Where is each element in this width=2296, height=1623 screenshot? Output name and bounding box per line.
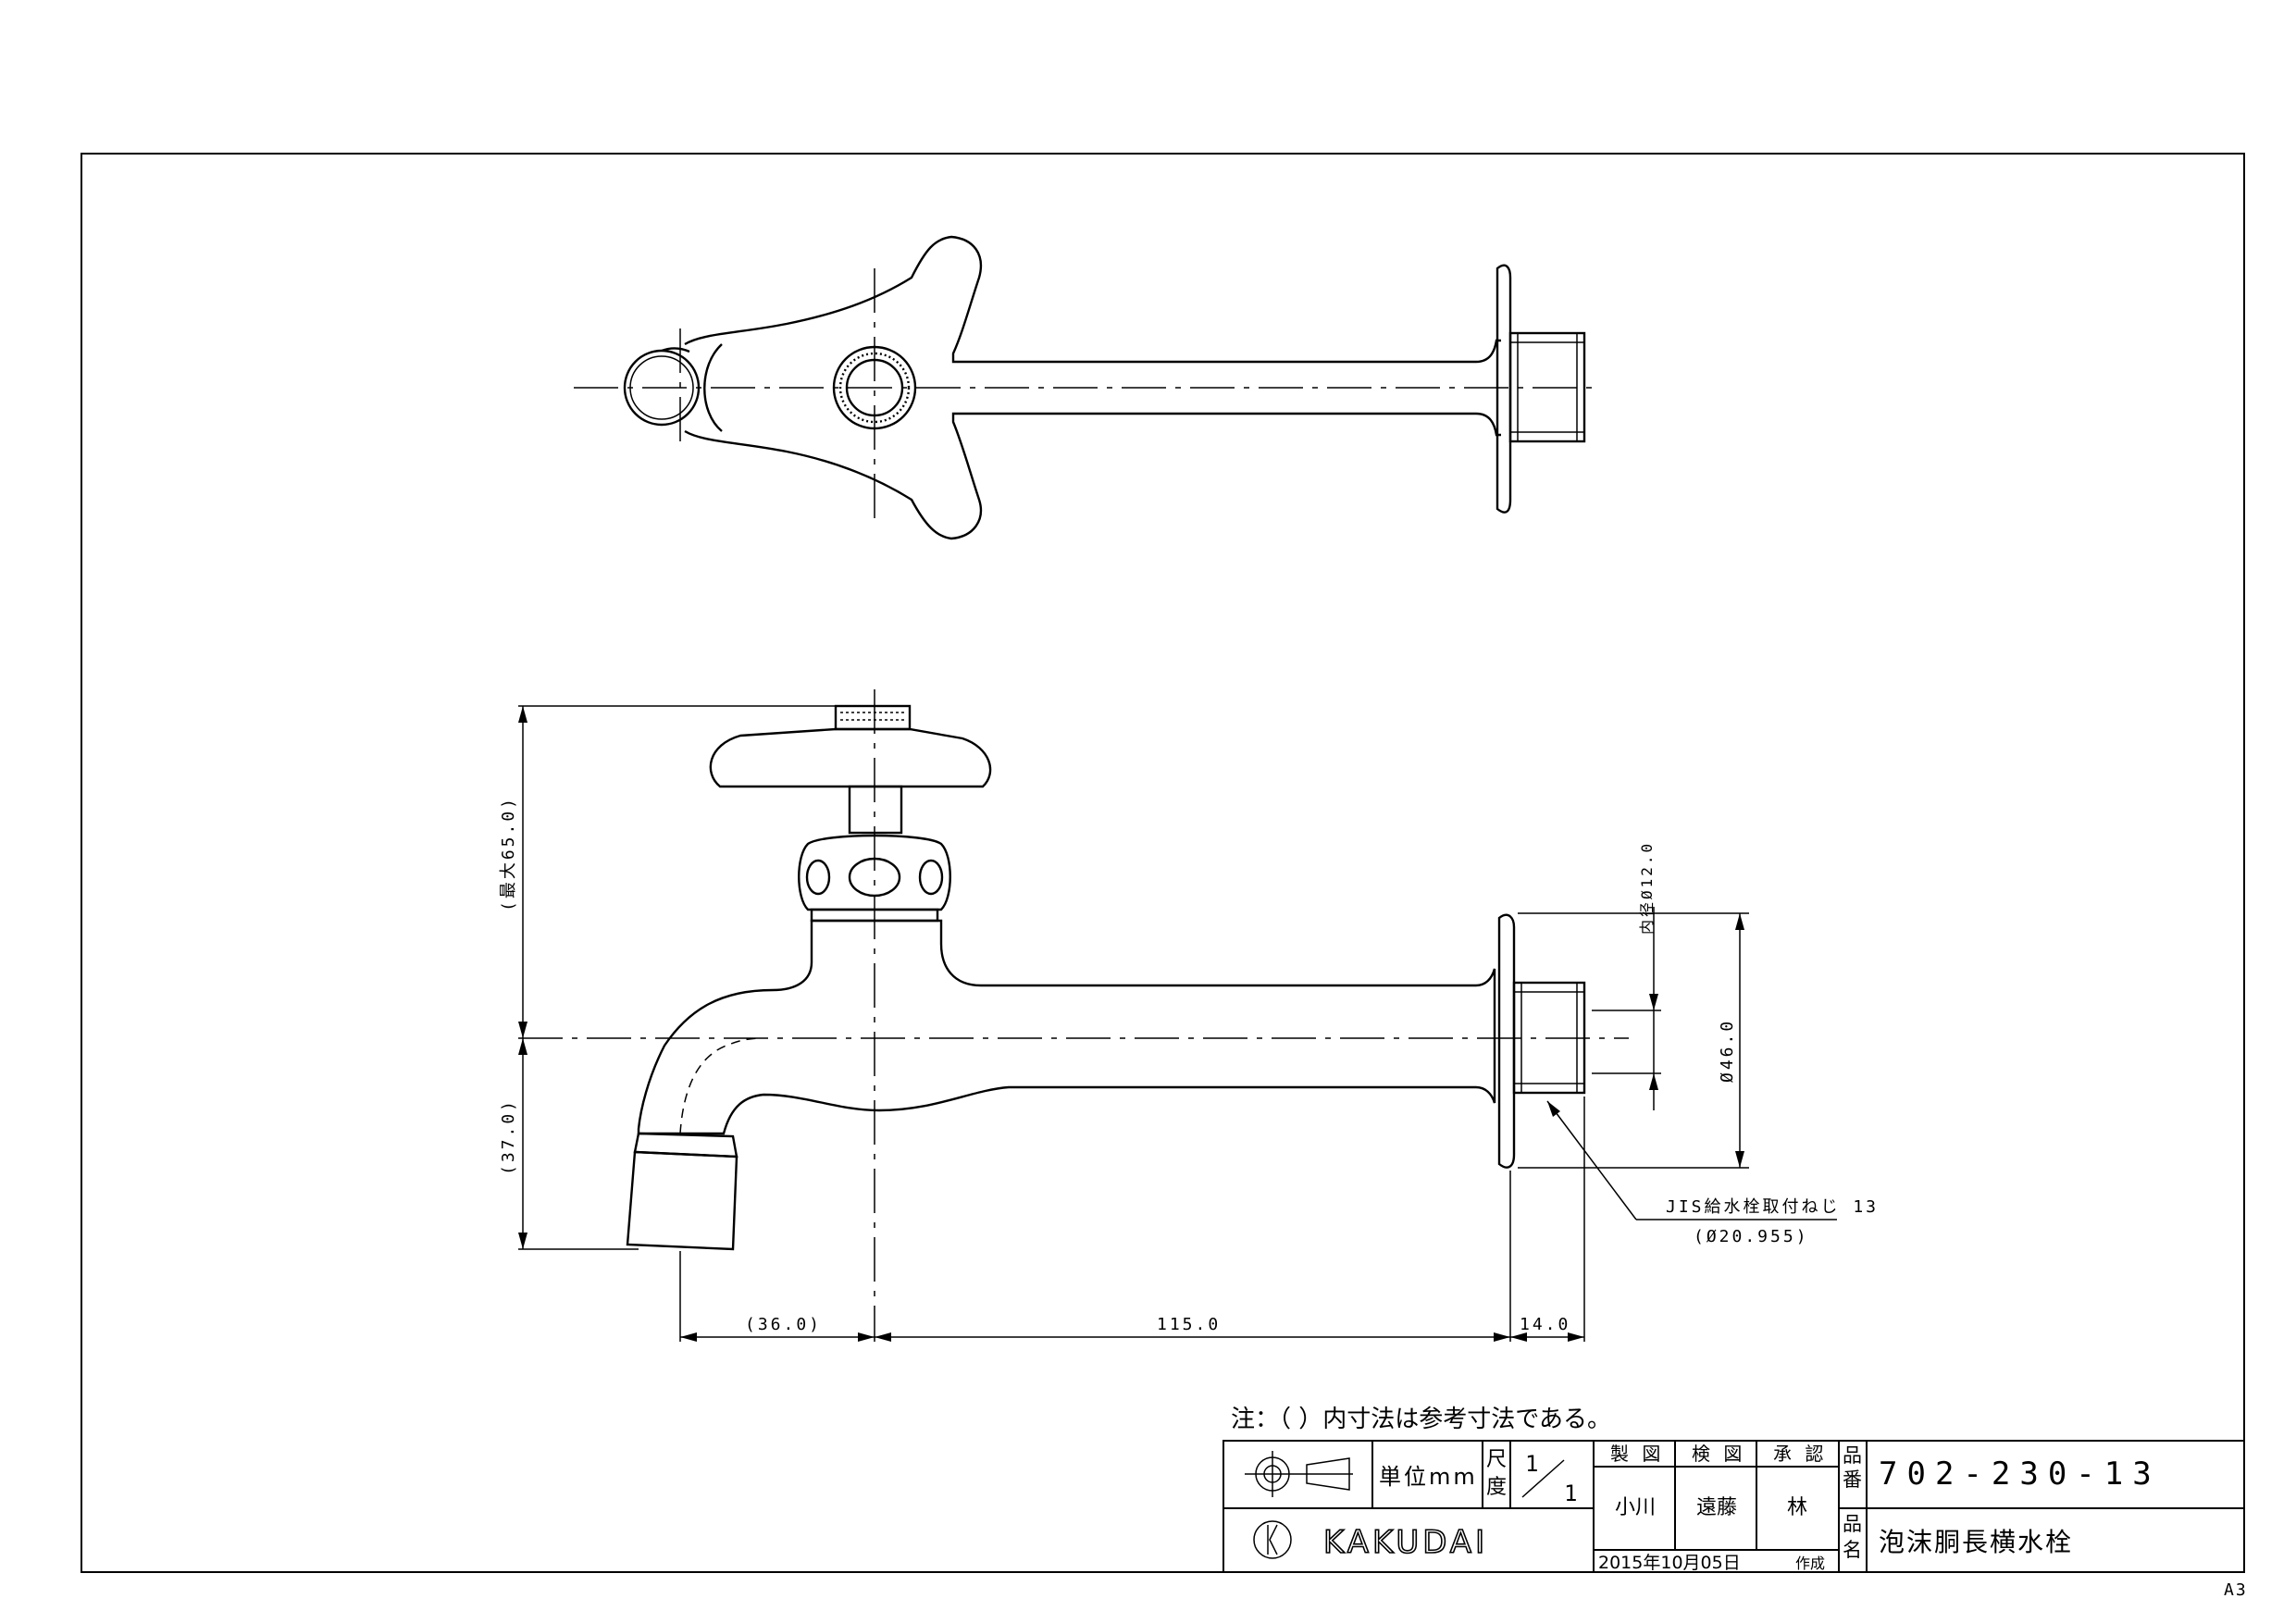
reference-note: 注：（ ）内寸法は参考寸法である。: [1231, 1406, 1611, 1433]
handle-outline-bottom: [684, 412, 1476, 540]
hinmei-label-2: 名: [1843, 1539, 1862, 1561]
flange-top: [1496, 264, 1512, 514]
hinmei-label-1: 品: [1843, 1513, 1862, 1535]
top-view: [574, 235, 1601, 540]
dimensions: (最大65.0) (37.0) (36.0) 115.0 14.0 Ø46.0 …: [499, 705, 1879, 1342]
handle-cap-inner: [845, 358, 904, 417]
kakudai-logo-icon: [1253, 1520, 1292, 1559]
scale-denominator: 1: [1564, 1481, 1577, 1506]
dim-spout-offset: (36.0): [745, 1315, 822, 1334]
created-label: 作成: [1795, 1555, 1825, 1572]
unit-label: 単位mm: [1379, 1464, 1478, 1490]
handle-stem: [848, 785, 903, 835]
title-block: 単位mm 尺 度 1 1 製 図 検 図 承 認 小川 遠藤 林 KAKUDAI…: [1222, 1440, 2245, 1573]
bonnet: [798, 834, 951, 911]
header-seizu: 製 図: [1610, 1443, 1664, 1465]
thread-top: [1508, 331, 1586, 443]
scale-label-1: 尺: [1486, 1448, 1507, 1471]
scale-numerator: 1: [1525, 1451, 1538, 1477]
dim-inner-dia: 内径Ø12.0: [1638, 841, 1656, 935]
handle-cap-knurl: [838, 352, 911, 424]
name-shonin: 林: [1787, 1496, 1807, 1519]
dim-length: 115.0: [1157, 1315, 1221, 1334]
header-shonin: 承 認: [1773, 1443, 1827, 1465]
dim-flange-dia: Ø46.0: [1718, 1019, 1737, 1083]
drawing-date: 2015年10月05日: [1598, 1553, 1741, 1573]
front-view: [518, 689, 1629, 1342]
name-kenzu: 遠藤: [1696, 1496, 1737, 1519]
part-number: 702-230-13: [1879, 1456, 2161, 1493]
projection-symbol-icon: [1245, 1451, 1353, 1497]
handle-outline-top: [684, 235, 1476, 364]
dim-thread-length: 14.0: [1520, 1315, 1570, 1334]
name-seizu: 小川: [1615, 1496, 1656, 1519]
spout-outlet-inner: [629, 355, 694, 420]
thread-spec: JIS給水栓取付ねじ 13: [1666, 1197, 1879, 1217]
dim-height-spout: (37.0): [499, 1098, 518, 1175]
thread-leader: [1546, 1100, 1637, 1220]
handle-knob: [834, 704, 912, 731]
thread-front: [1512, 981, 1586, 1095]
company-name: KAKUDAI: [1323, 1524, 1488, 1561]
part-name: 泡沫胴長横水栓: [1879, 1527, 2073, 1557]
thread-dia: (Ø20.955): [1694, 1227, 1809, 1246]
flange-front: [1497, 913, 1516, 1169]
header-kenzu: 検 図: [1692, 1443, 1745, 1465]
faucet-body: [637, 919, 1496, 1135]
drawing-frame: [81, 153, 2245, 1573]
hinban-label-1: 品: [1843, 1444, 1862, 1467]
dim-height-max: (最大65.0): [499, 796, 518, 911]
handle-cap-outer: [832, 345, 917, 430]
hinban-label-2: 番: [1843, 1468, 1862, 1491]
sheet-size: A3: [2224, 1580, 2248, 1600]
handle-lever: [709, 727, 992, 788]
scale-label-2: 度: [1486, 1476, 1507, 1499]
